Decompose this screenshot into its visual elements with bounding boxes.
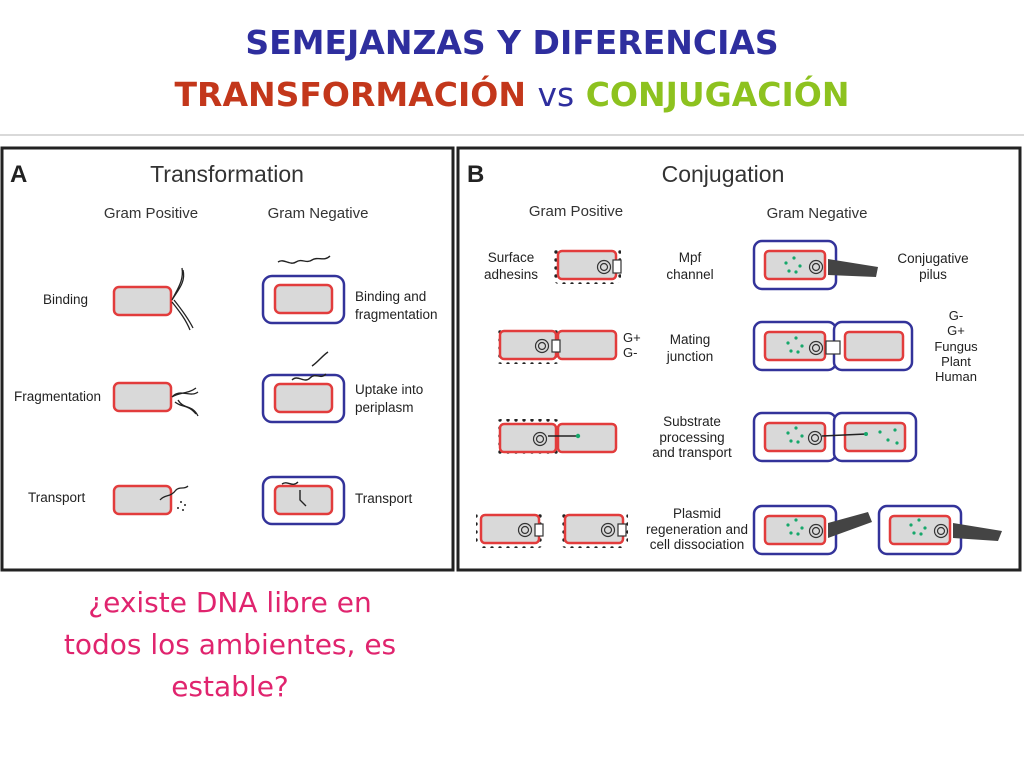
title-line-2: TRANSFORMACIÓN vs CONJUGACIÓN	[0, 74, 1024, 116]
conjugative-pilus	[828, 259, 878, 277]
recipient-label: G+	[947, 323, 965, 338]
panel-b-letter: B	[467, 161, 484, 188]
panel-a-heading: Transformation	[150, 161, 304, 187]
dna-strand	[159, 485, 189, 501]
gram-negative-cell	[273, 382, 334, 414]
gram-negative-cell	[843, 330, 905, 362]
gram-negative-cell	[763, 330, 827, 362]
panel-b-label: adhesins	[484, 267, 538, 282]
dna-strand	[174, 399, 199, 417]
panel-b-col-positive: Gram Positive	[529, 203, 623, 220]
dna-strand	[171, 267, 185, 301]
panel-b-label: Mating	[670, 332, 711, 347]
panel-a-right-label: Uptake into	[355, 382, 423, 397]
title-vs: vs	[537, 75, 575, 114]
gram-positive-cell	[498, 422, 558, 454]
panel-b-label: processing	[659, 430, 724, 445]
title-divider	[0, 134, 1024, 136]
panel-b-col-negative: Gram Negative	[767, 205, 868, 222]
gram-negative-cell	[273, 484, 334, 516]
gram-label: G-	[623, 345, 637, 360]
panel-a-col-positive: Gram Positive	[104, 205, 198, 222]
dna-strand	[277, 255, 331, 264]
title-conjugacion: CONJUGACIÓN	[585, 75, 850, 114]
conjugative-pilus	[953, 523, 1002, 541]
panel-b-label: pilus	[919, 267, 947, 282]
panel-b-label: and transport	[652, 445, 732, 460]
question-line: todos los ambientes, es	[63, 628, 397, 661]
gram-label: G+	[623, 330, 641, 345]
panel-b-label: channel	[666, 267, 713, 282]
conjugative-pilus	[828, 512, 872, 538]
gram-positive-cell	[479, 513, 541, 545]
panel-a-right-label: Transport	[355, 491, 413, 506]
panel-b-label: junction	[666, 349, 714, 364]
transformation-conjugation-figure: A Transformation Gram Positive Gram Nega…	[0, 146, 1022, 572]
gram-positive-cell	[556, 329, 618, 361]
panel-a-right-label: Binding and	[355, 289, 426, 304]
title-line-1: SEMEJANZAS Y DIFERENCIAS	[245, 23, 779, 62]
gram-positive-cell	[498, 329, 558, 361]
dna-strand	[171, 387, 199, 398]
gram-positive-cell	[112, 285, 173, 317]
gram-negative-cell	[888, 514, 952, 546]
panel-b-label: Plasmid	[673, 506, 721, 521]
gram-positive-cell	[112, 381, 173, 413]
recipient-label: G-	[949, 308, 963, 323]
gram-positive-cell	[556, 422, 618, 454]
dna-strand	[291, 351, 329, 381]
panel-a-row-label: Fragmentation	[14, 389, 101, 404]
panel-b-label: cell dissociation	[650, 537, 745, 552]
panel-b-label: Conjugative	[897, 251, 968, 266]
recipient-label: Fungus	[934, 339, 978, 354]
gram-negative-cell	[763, 514, 827, 546]
panel-a-col-negative: Gram Negative	[268, 205, 369, 222]
panel-b-heading: Conjugation	[662, 161, 785, 187]
panel-a-row-label: Binding	[43, 292, 88, 307]
panel-a-row-label: Transport	[28, 490, 86, 505]
panel-b-label: Surface	[488, 250, 535, 265]
recipient-label: Human	[935, 369, 977, 384]
gram-positive-cell	[112, 484, 173, 516]
dna-strand	[171, 299, 194, 331]
panel-a-right-label: fragmentation	[355, 307, 438, 322]
dna-strand	[281, 481, 307, 507]
panel-b-label: Substrate	[663, 414, 721, 429]
gram-negative-cell	[763, 249, 827, 281]
panel-a-letter: A	[10, 161, 27, 188]
question-text: ¿existe DNA libre en todos los ambientes…	[30, 582, 430, 708]
gram-negative-cell	[763, 421, 827, 453]
question-line: ¿existe DNA libre en	[88, 586, 372, 619]
panel-b-label: regeneration and	[646, 522, 748, 537]
recipient-label: Plant	[941, 354, 971, 369]
panel-a-right-label: periplasm	[355, 400, 414, 415]
gram-negative-cell	[843, 421, 907, 453]
panel-b-label: Mpf	[679, 250, 702, 265]
question-line: estable?	[171, 670, 289, 703]
panel-a-frame	[0, 146, 455, 572]
gram-negative-cell	[273, 283, 334, 315]
title-transformacion: TRANSFORMACIÓN	[174, 75, 526, 114]
